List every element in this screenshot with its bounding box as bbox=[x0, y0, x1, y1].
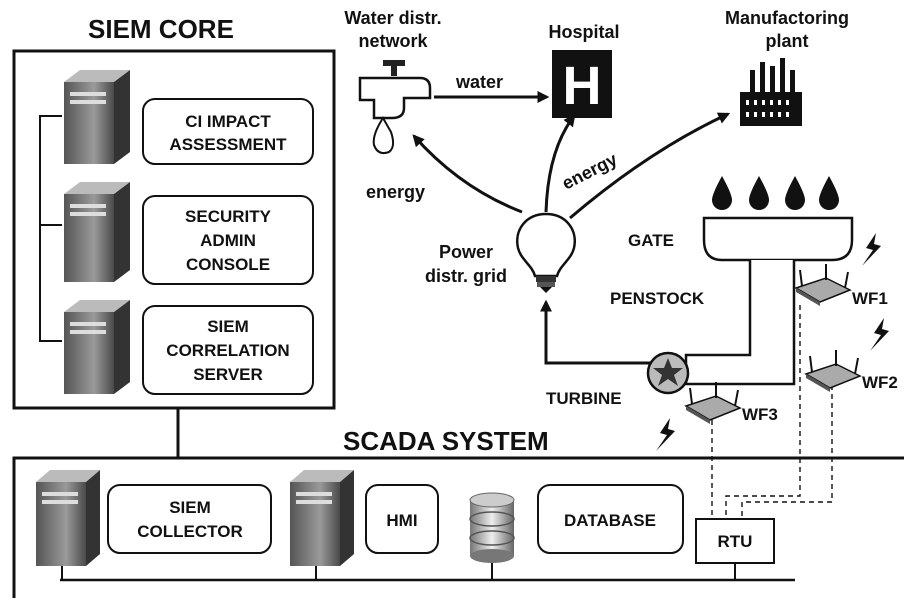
wireless-signal-icon bbox=[656, 418, 675, 451]
wireless-signal-icon bbox=[870, 318, 889, 351]
siem-core-title: SIEM CORE bbox=[88, 14, 234, 44]
rtu-box: RTU bbox=[695, 518, 775, 564]
turbine-to-grid-arrow bbox=[540, 299, 656, 365]
light-bulb-icon bbox=[515, 212, 577, 293]
module-label: SECURITY bbox=[185, 207, 272, 226]
server-icon bbox=[64, 182, 130, 282]
hospital-icon: H bbox=[552, 50, 612, 118]
server-icon bbox=[36, 470, 100, 566]
manufacturing-title: Manufactoring bbox=[725, 8, 849, 28]
wf2-label: WF2 bbox=[862, 373, 898, 392]
database-label: DATABASE bbox=[564, 511, 656, 530]
hmi-box: HMI bbox=[365, 484, 439, 554]
security-admin-console-module: SECURITY ADMIN CONSOLE bbox=[142, 195, 314, 285]
module-label: ASSESSMENT bbox=[169, 135, 287, 154]
dam-structure bbox=[684, 216, 854, 386]
energy-to-plant-arrow bbox=[569, 112, 731, 220]
energy-to-water-arrow bbox=[412, 134, 523, 214]
router-icon bbox=[794, 264, 852, 306]
siem-collector-label: SIEM bbox=[169, 498, 211, 517]
module-label: CONSOLE bbox=[186, 255, 270, 274]
penstock-label: PENSTOCK bbox=[610, 289, 705, 308]
ci-impact-assessment-module: CI IMPACT ASSESSMENT bbox=[142, 98, 314, 165]
siem-collector-box: SIEM COLLECTOR bbox=[107, 484, 272, 554]
gate-label: GATE bbox=[628, 231, 674, 250]
scada-title: SCADA SYSTEM bbox=[343, 426, 549, 456]
server-icon bbox=[64, 300, 130, 394]
module-label: CI IMPACT bbox=[185, 112, 271, 131]
power-grid-title: distr. grid bbox=[425, 266, 507, 286]
energy-label: energy bbox=[366, 182, 425, 202]
siem-collector-label: COLLECTOR bbox=[137, 522, 242, 541]
router-icon bbox=[804, 350, 862, 392]
hmi-label: HMI bbox=[386, 511, 417, 530]
turbine-icon bbox=[646, 351, 690, 395]
water-network-title: Water distr. bbox=[344, 8, 441, 28]
factory-icon bbox=[740, 58, 802, 126]
module-label: SIEM bbox=[207, 317, 249, 336]
rtu-label: RTU bbox=[718, 532, 753, 551]
turbine-label: TURBINE bbox=[546, 389, 622, 408]
water-network-title: network bbox=[358, 31, 428, 51]
server-icon bbox=[290, 470, 354, 566]
wf3-label: WF3 bbox=[742, 405, 778, 424]
module-label: CORRELATION bbox=[166, 341, 289, 360]
wireless-signal-icon bbox=[862, 233, 881, 266]
power-grid-title: Power bbox=[439, 242, 493, 262]
database-icon bbox=[469, 492, 515, 563]
router-icon bbox=[684, 382, 742, 424]
manufacturing-title: plant bbox=[766, 31, 809, 51]
wf1-label: WF1 bbox=[852, 289, 888, 308]
field-links bbox=[711, 305, 833, 519]
energy-to-hospital-arrow bbox=[544, 114, 576, 213]
server-icon bbox=[64, 70, 130, 164]
water-flow-label: water bbox=[455, 72, 503, 92]
database-box: DATABASE bbox=[537, 484, 684, 554]
hospital-letter: H bbox=[563, 56, 602, 116]
faucet-icon bbox=[358, 60, 432, 155]
hospital-title: Hospital bbox=[548, 22, 619, 42]
water-drops-icon bbox=[712, 176, 839, 210]
module-label: ADMIN bbox=[200, 231, 256, 250]
module-label: SERVER bbox=[193, 365, 263, 384]
siem-core-link bbox=[39, 115, 62, 342]
siem-correlation-server-module: SIEM CORRELATION SERVER bbox=[142, 305, 314, 395]
